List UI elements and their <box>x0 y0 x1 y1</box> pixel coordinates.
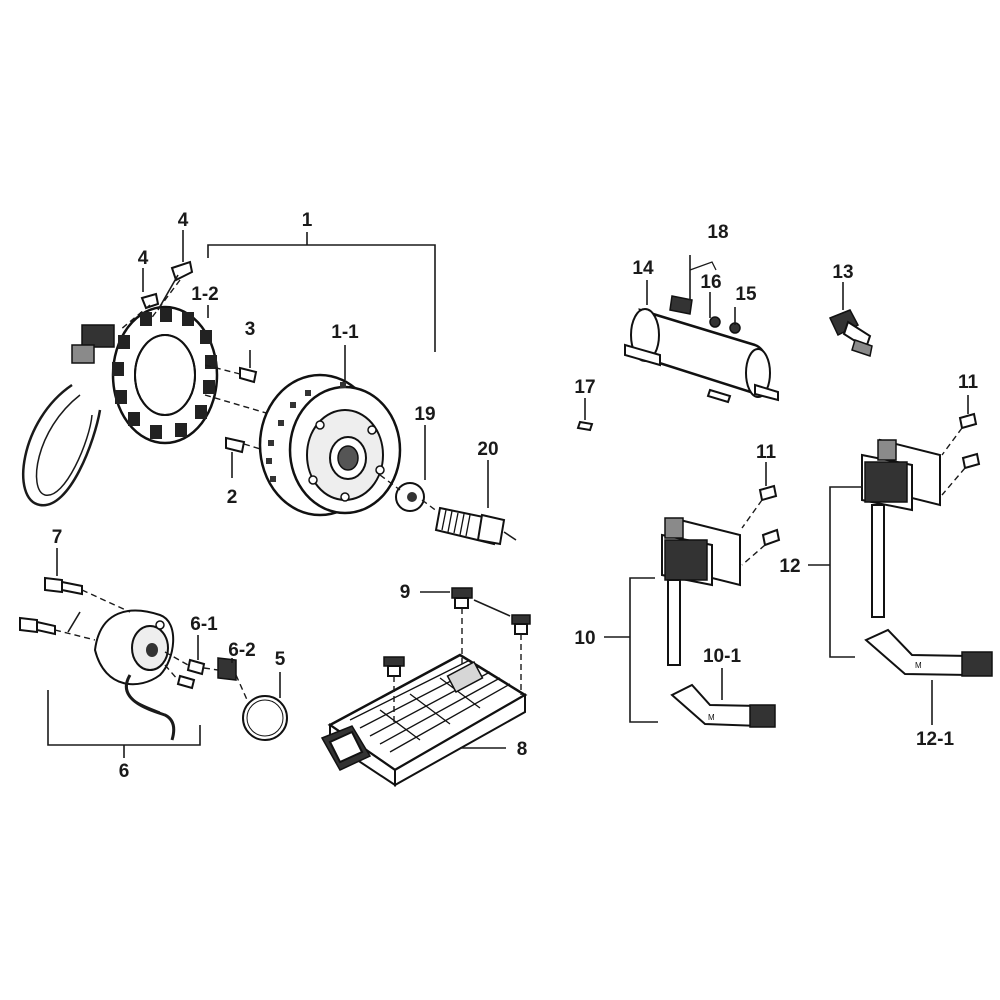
label-19: 19 <box>414 404 435 425</box>
label-14: 14 <box>632 258 654 279</box>
bolt-20 <box>434 460 517 546</box>
svg-text:M: M <box>915 661 922 670</box>
bolt-2 <box>225 436 246 478</box>
label-9: 9 <box>400 582 411 603</box>
label-4-upper: 4 <box>178 210 189 231</box>
label-15: 15 <box>735 284 757 305</box>
key-17 <box>576 398 594 432</box>
label-13: 13 <box>832 262 853 283</box>
label-16: 16 <box>700 272 721 293</box>
starter-motor-14 <box>624 295 779 404</box>
screw-11-c <box>941 395 978 456</box>
label-11-b: 11 <box>958 372 979 393</box>
bolt-9-left <box>451 587 473 665</box>
label-7: 7 <box>52 527 63 548</box>
label-6-1: 6-1 <box>190 614 218 635</box>
label-10-1: 10-1 <box>703 646 741 667</box>
flywheel-part <box>258 373 402 517</box>
label-20: 20 <box>477 439 498 460</box>
bolt-4-lower <box>140 292 160 310</box>
bolt-9-middle <box>383 656 405 722</box>
spring-6-2 <box>217 657 237 681</box>
plug-cap-10-1: M <box>670 668 776 728</box>
svg-text:M: M <box>708 713 715 722</box>
label-3: 3 <box>245 319 256 340</box>
label-18: 18 <box>707 222 728 243</box>
label-1-2: 1-2 <box>191 284 218 305</box>
ignition-coil-12 <box>861 438 941 618</box>
label-11-a: 11 <box>756 442 777 463</box>
ignition-coil-10 <box>661 517 741 666</box>
sensor-13 <box>828 282 873 357</box>
label-6: 6 <box>119 761 130 782</box>
label-5: 5 <box>275 649 286 670</box>
bolt-4-upper <box>157 260 194 311</box>
screw-7-lower <box>19 616 56 636</box>
label-4-lower: 4 <box>138 248 149 269</box>
stator-part <box>22 305 219 507</box>
regulator-8 <box>320 653 528 787</box>
pin-6-1 <box>176 635 206 690</box>
plug-cap-12-1: M <box>864 628 993 725</box>
label-8: 8 <box>517 739 528 760</box>
label-12: 12 <box>779 556 800 577</box>
screw-7-upper <box>44 548 83 596</box>
label-12-1: 12-1 <box>916 729 954 750</box>
bolt-9-right <box>511 614 531 695</box>
bolt-3 <box>239 350 258 384</box>
pickup-assembly-6 <box>93 609 176 741</box>
screw-11-d <box>941 452 981 496</box>
screw-11-b <box>741 528 781 566</box>
label-1-1: 1-1 <box>331 322 359 343</box>
stator-connector <box>81 324 115 348</box>
label-2: 2 <box>227 487 238 508</box>
washer-19 <box>395 425 426 512</box>
label-1: 1 <box>302 210 313 231</box>
o-ring-5 <box>242 672 288 741</box>
label-10: 10 <box>574 628 595 649</box>
label-17: 17 <box>574 377 595 398</box>
label-6-2: 6-2 <box>228 640 255 661</box>
screw-11-a <box>741 462 778 529</box>
